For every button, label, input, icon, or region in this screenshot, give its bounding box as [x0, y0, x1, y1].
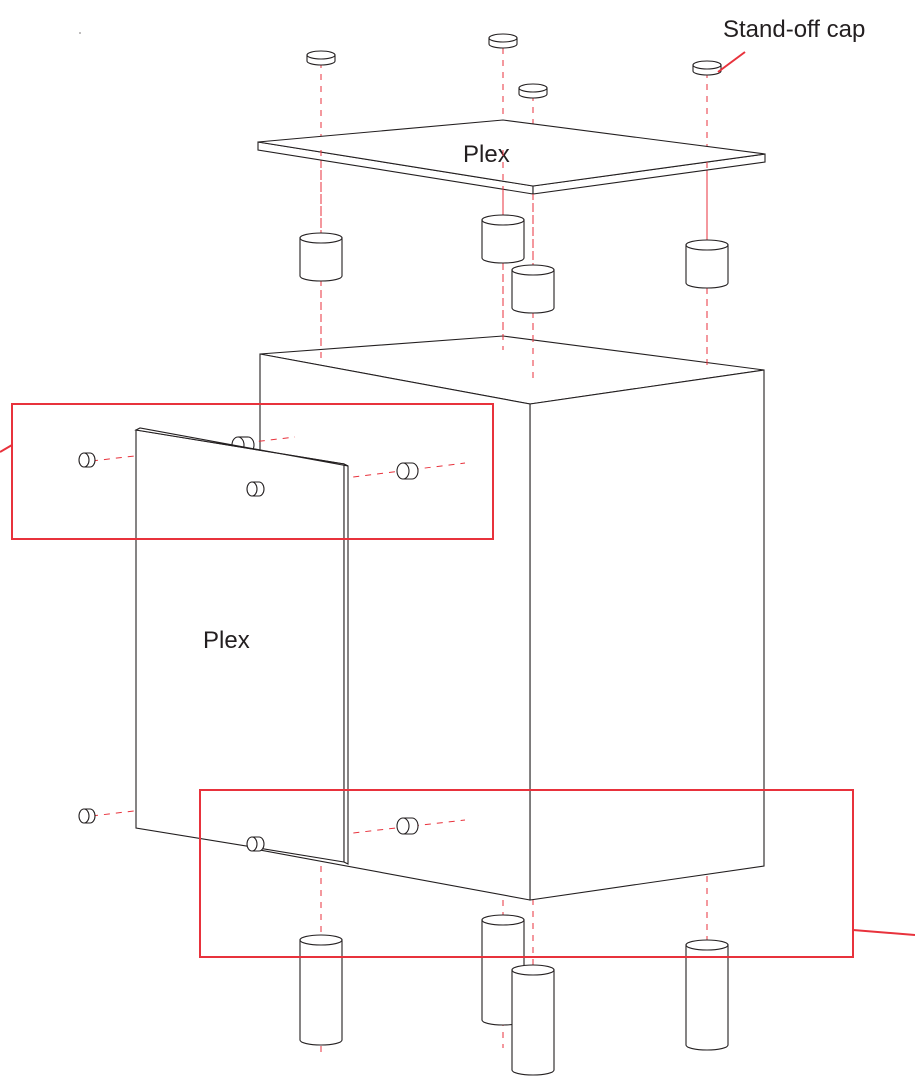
- side-plex-plate: Plex: [134, 427, 349, 865]
- stray-dot: [79, 32, 81, 34]
- standoff-icon: [511, 264, 555, 314]
- callout-highlights: [0, 403, 915, 958]
- top-plate-label: Plex: [463, 141, 510, 168]
- standoff-icon: [685, 939, 729, 1051]
- upper-standoffs: [299, 214, 729, 314]
- upper-callout-box: [11, 403, 494, 540]
- standoff-icon: [685, 239, 729, 289]
- standoff-cap-callout: Stand-off cap: [717, 16, 865, 73]
- side-fastener-icon: [246, 481, 265, 497]
- standoff-cap-icon: [692, 60, 722, 76]
- side-fastener-icon: [396, 462, 419, 480]
- side-fastener-icon: [246, 836, 265, 852]
- lower-standoffs: [299, 914, 729, 1076]
- standoff-icon: [481, 214, 525, 264]
- side-fastener-icon: [78, 452, 96, 468]
- standoff-icon: [299, 232, 343, 282]
- horizontal-alignment-axes: [91, 436, 466, 845]
- standoff-cap-icon: [488, 33, 518, 49]
- standoff-cap-icon: [306, 50, 336, 66]
- standoff-cap-icon: [518, 83, 548, 99]
- side-fastener-icon: [396, 817, 419, 835]
- standoff-caps: [306, 33, 722, 99]
- standoff-icon: [511, 964, 555, 1076]
- side-fastener-icon: [78, 808, 96, 824]
- lower-callout-box: [199, 789, 854, 958]
- axis-overlays: [320, 150, 708, 384]
- top-plex-plate: Plex: [257, 119, 766, 195]
- side-pegs-front: [78, 452, 265, 852]
- standoff-icon: [299, 934, 343, 1046]
- side-plate-label: Plex: [203, 627, 250, 654]
- standoff-cap-label: Stand-off cap: [723, 16, 865, 43]
